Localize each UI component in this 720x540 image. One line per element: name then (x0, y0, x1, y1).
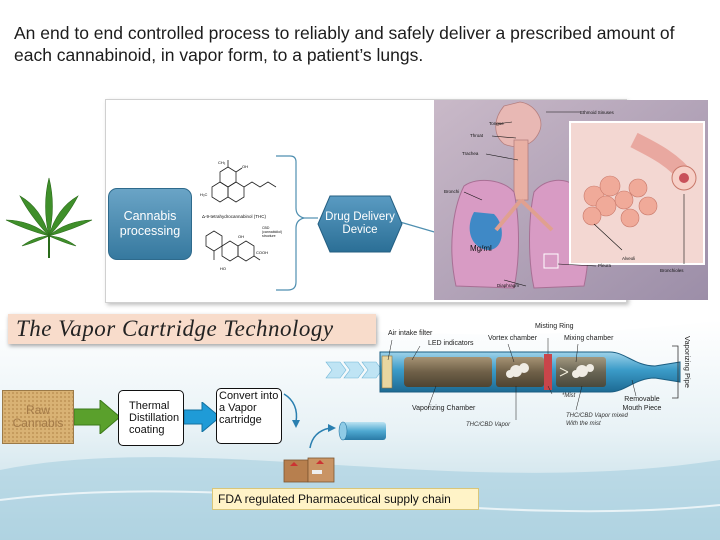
cbd-label: CBD (cannabidiol) structure (262, 226, 283, 238)
label-vortex: Vortex chamber (488, 335, 538, 342)
label-vaporizing-chamber: Vaporizing Chamber (412, 405, 476, 412)
thermal-distillation-box: Thermal Distillation coating (118, 390, 184, 446)
label-vaporizing-pipe: Vaporizing Pipe (683, 336, 692, 388)
label-air-intake: Air intake filter (388, 330, 433, 337)
label-diaphragm: Diaphragm (497, 283, 520, 288)
vaporizer-device (325, 338, 681, 420)
raw-cannabis-box: Raw Cannabis (2, 390, 74, 444)
drug-delivery-label: Drug Delivery Device (325, 211, 395, 236)
label-misting-ring: Misting Ring (535, 323, 574, 330)
cannabis-leaf-icon (0, 174, 98, 270)
thc-molecule-icon: CH₃ OH H₃C (200, 160, 277, 203)
label-mist: *Mist (562, 393, 576, 399)
svg-text:H₃C: H₃C (200, 192, 208, 197)
vapor-cartridge-banner: The Vapor Cartridge Technology (8, 314, 376, 344)
svg-text:OH: OH (238, 234, 244, 239)
label-alveoli: Alveoli (622, 256, 636, 261)
lungs-illustration (434, 100, 708, 300)
label-bronchioles: Bronchioles (660, 268, 684, 273)
label-ethmoid: Ethmoid Sinuses (580, 110, 614, 115)
thc-label: Δ-9-tetrahydrocannabinol (THC) (202, 214, 267, 219)
label-bronchi: Bronchi (444, 189, 460, 194)
svg-text:HO: HO (220, 266, 226, 271)
blue-arrow (184, 402, 220, 432)
label-thc-vapor: THC/CBD Vapor (466, 422, 511, 428)
svg-text:OH: OH (242, 164, 248, 169)
label-mixing: Mixing chamber (564, 335, 614, 342)
cartridge-icon (338, 421, 386, 441)
convert-cartridge-box: Convert into a Vapor cartridge (216, 388, 282, 444)
label-throat: Throat (470, 133, 484, 138)
label-removable-mouthpiece: Removable Mouth Piece (622, 396, 662, 412)
svg-text:CH₃: CH₃ (218, 160, 226, 165)
label-led: LED indicators (428, 340, 474, 347)
label-mixed-vapor: THC/CBD Vapor mixed With the mist (566, 413, 628, 427)
svg-text:COOH: COOH (256, 250, 268, 255)
drug-delivery-hexagon (317, 195, 403, 253)
label-tongue: Tongue (489, 121, 504, 126)
curved-arrows (283, 393, 336, 449)
label-trachea: Trachea (462, 151, 479, 156)
page-title: An end to end controlled process to reli… (14, 23, 675, 65)
label-pleura: Pleura (598, 263, 612, 268)
label-mgml: Mg/ml (470, 244, 492, 253)
cbd-molecule-icon: OH COOH HO (205, 230, 268, 271)
shipping-boxes-icon (283, 457, 335, 483)
green-arrow (74, 400, 120, 434)
cannabis-processing-box: Cannabis processing (108, 188, 192, 260)
fda-supply-chain-box: FDA regulated Pharmaceutical supply chai… (212, 488, 479, 510)
